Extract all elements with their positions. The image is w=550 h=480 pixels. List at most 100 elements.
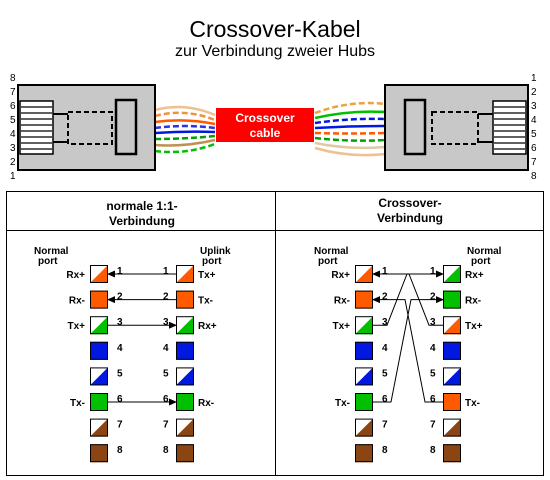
crossover-right-pin-number: 8: [430, 445, 436, 456]
crossover-wire-3-to-1-right: [373, 270, 444, 326]
normal-right-pin-number: 2: [163, 292, 169, 303]
normal-left-pin-square: [90, 316, 108, 335]
crossover-right-pin-number: 2: [430, 292, 436, 303]
crossover-left-pin-square: [355, 418, 373, 437]
crossover-left-pin-square: [355, 444, 373, 463]
left-plug-pin: 5: [10, 115, 16, 126]
crossover-left-signal-label: Rx+: [331, 270, 350, 281]
crossover-right-pin-number: 1: [430, 266, 436, 277]
crossover-right-pin-square: [443, 265, 461, 283]
normal-left-pin-square: [90, 418, 108, 437]
crossover-left-signal-label: Tx+: [332, 321, 350, 332]
crossover-left-pin-number: 5: [382, 368, 388, 379]
normal-right-pin-square: [176, 444, 194, 463]
normal-left-pin-number: 2: [117, 292, 123, 303]
normal-right-port-label: Uplink: [200, 246, 231, 257]
crossover-wire-6-to-2: [372, 296, 443, 403]
crossover-right-signal-label: Rx-: [465, 296, 481, 307]
normal-right-pin-number: 4: [163, 343, 169, 354]
normal-left-signal-label: Tx+: [67, 321, 85, 332]
crossover-right-signal-label: Rx+: [465, 270, 484, 281]
left-plug-pin: 4: [10, 129, 16, 140]
left-plug-pin: 1: [10, 171, 16, 182]
normal-right-pin-number: 5: [163, 368, 169, 379]
normal-right-pin-square: [176, 265, 194, 283]
normal-right-pin-square: [176, 367, 194, 386]
left-rj45-plug: [17, 84, 156, 171]
crossover-left-pin-square: [355, 393, 373, 411]
crossover-heading-2: Verbindung: [377, 211, 443, 225]
normal-left-pin-number: 7: [117, 420, 123, 431]
left-plug-pin: 6: [10, 101, 16, 112]
normal-left-pin-number: 1: [117, 266, 123, 277]
crossover-left-pin-number: 4: [382, 343, 388, 354]
crossover-left-pin-number: 8: [382, 445, 388, 456]
crossover-right-pin-number: 4: [430, 343, 436, 354]
normal-left-port-label: port: [38, 256, 58, 267]
crossover-heading-1: Crossover-: [378, 196, 441, 210]
crossover-left-signal-label: Tx-: [335, 398, 350, 409]
right-plug-pin: 3: [531, 101, 537, 112]
crossover-right-pin-square: [443, 444, 461, 463]
normal-left-pin-number: 6: [117, 394, 123, 405]
crossover-left-pin-number: 6: [382, 394, 388, 405]
crossover-left-pin-number: 2: [382, 292, 388, 303]
normal-left-pin-square: [90, 290, 108, 309]
crossover-right-pin-square: [443, 393, 461, 411]
normal-left-pin-square: [90, 265, 108, 283]
comparison-table: [6, 191, 544, 476]
normal-right-port-label: port: [202, 256, 222, 267]
normal-left-signal-label: Rx-: [69, 296, 85, 307]
normal-left-signal-label: Tx-: [70, 398, 85, 409]
normal-left-port-label: Normal: [34, 246, 69, 257]
crossover-right-pin-number: 3: [430, 317, 436, 328]
cable-label-2: cable: [250, 126, 281, 140]
crossover-left-pin-number: 7: [382, 420, 388, 431]
normal-right-pin-square: [176, 290, 194, 309]
normal-left-pin-square: [90, 444, 108, 463]
right-plug-pin: 5: [531, 129, 537, 140]
crossover-right-pin-square: [443, 316, 461, 335]
crossover-left-pin-square: [355, 290, 373, 309]
left-plug-pin: 2: [10, 157, 16, 168]
crossover-right-pin-square: [443, 367, 461, 386]
crossover-right-pin-square: [443, 418, 461, 437]
normal-left-pin-square: [90, 393, 108, 411]
crossover-left-pin-number: 3: [382, 317, 388, 328]
crossover-right-pin-square: [443, 341, 461, 360]
right-plug-pin: 1: [531, 73, 537, 84]
crossover-right-pin-square: [443, 290, 461, 309]
diagram-title: Crossover-Kabel: [189, 16, 361, 42]
crossover-wire-6-to-2-right: [373, 296, 444, 403]
crossover-right-signal-label: Tx-: [465, 398, 480, 409]
right-plug-pin: 8: [531, 171, 537, 182]
crossover-right-pin-number: 6: [430, 394, 436, 405]
normal-left-pin-number: 5: [117, 368, 123, 379]
normal-right-pin-square: [176, 316, 194, 335]
crossover-left-pin-square: [355, 341, 373, 360]
left-wire-bundle: [154, 105, 216, 154]
crossover-left-signal-label: Rx-: [334, 296, 350, 307]
normal-right-pin-number: 1: [163, 266, 169, 277]
normal-right-signal-label: Tx-: [198, 296, 213, 307]
crossover-left-port-label: port: [318, 256, 338, 267]
right-wire-bundle: [314, 101, 386, 157]
crossover-left-pin-number: 1: [382, 266, 388, 277]
crossover-right-pin-number: 7: [430, 420, 436, 431]
crossover-right-pin-number: 5: [430, 368, 436, 379]
normal-right-pin-square: [176, 393, 194, 411]
cable-label-1: Crossover: [235, 111, 295, 125]
crossover-right-port-label: port: [471, 256, 491, 267]
crossover-left-port-label: Normal: [314, 246, 349, 257]
left-plug-pin: 7: [10, 87, 16, 98]
right-plug-pin: 4: [531, 115, 537, 126]
crossover-left-pin-square: [355, 265, 373, 283]
normal-right-signal-label: Rx-: [198, 398, 214, 409]
normal-heading-2: Verbindung: [109, 214, 175, 228]
normal-right-pin-number: 3: [163, 317, 169, 328]
normal-left-pin-square: [90, 341, 108, 360]
normal-left-pin-number: 4: [117, 343, 123, 354]
crossover-left-pin-square: [355, 316, 373, 335]
normal-right-pin-number: 6: [163, 394, 169, 405]
